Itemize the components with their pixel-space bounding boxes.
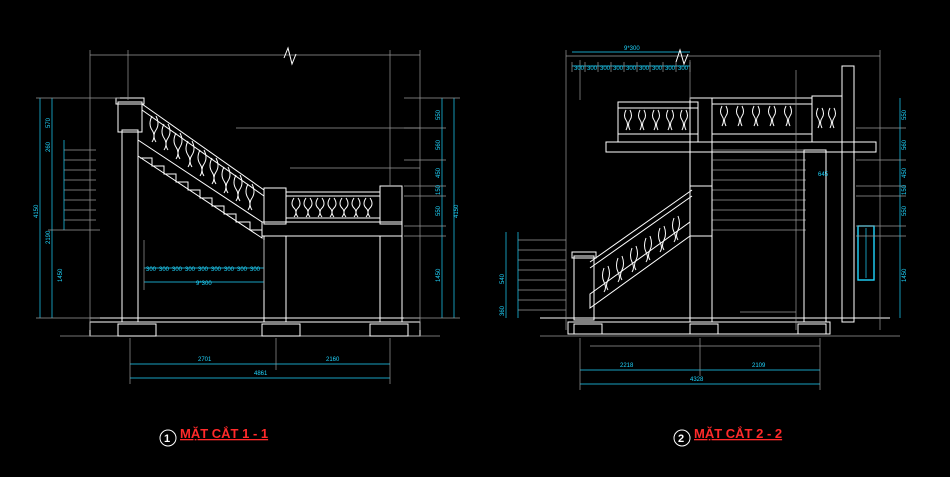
section-1-right-dim: 550 <box>436 205 442 216</box>
section-2-right-dim: 450 <box>902 167 908 178</box>
section-2-right-dim: 560 <box>902 139 908 150</box>
section-1-right-dim: 1450 <box>436 268 442 282</box>
top-dim: 300 <box>613 66 624 72</box>
top-dim: 300 <box>639 66 650 72</box>
section-2-bottom-dim: 2218 <box>620 363 634 369</box>
section-1-bottom-total: 4861 <box>254 371 268 377</box>
section-2-bottom-total: 4328 <box>690 377 704 383</box>
section-1-bottom-dim: 2701 <box>198 357 212 363</box>
top-dim: 300 <box>665 66 676 72</box>
section-1-number: 1 <box>164 433 170 445</box>
section-2-right-dim: 550 <box>902 109 908 120</box>
section-1-left-dim: 570 <box>46 117 52 128</box>
section-2-right-dim: 550 <box>902 205 908 216</box>
section-2-right-dim: 1450 <box>902 268 908 282</box>
section-1-left-dim: 2190 <box>46 230 52 244</box>
section-2-left-dim: 360 <box>500 305 506 316</box>
section-1-bottom-dim: 2160 <box>326 357 340 363</box>
section-2-number: 2 <box>678 433 684 445</box>
riser-total: 9*300 <box>196 281 212 287</box>
section-2-bottom-dim: 2109 <box>752 363 766 369</box>
section-2-drawing <box>505 48 906 390</box>
section-2-right-dim: 150 <box>902 184 908 195</box>
section-2-top-total: 9*300 <box>624 46 640 52</box>
section-1-drawing <box>36 46 460 384</box>
riser-dim: 300 <box>146 267 157 273</box>
section-1-right-total: 4150 <box>454 204 460 218</box>
riser-dim: 300 <box>172 267 183 273</box>
section-1-right-dim: 550 <box>436 109 442 120</box>
riser-dim: 300 <box>159 267 170 273</box>
section-1-riser-dims: 300 300 300 300 300 300 300 300 300 9*30… <box>146 267 261 287</box>
section-2-number-circle <box>673 429 691 447</box>
section-2-top-dims: 300 300 300 300 300 300 300 300 300 <box>574 66 689 72</box>
riser-dim: 300 <box>185 267 196 273</box>
section-2-title: MẶT CẮT 2 - 2 <box>694 426 782 441</box>
top-dim: 300 <box>600 66 611 72</box>
riser-dim: 300 <box>250 267 261 273</box>
top-dim: 300 <box>587 66 598 72</box>
section-1-number-circle <box>159 429 177 447</box>
riser-dim: 300 <box>237 267 248 273</box>
section-2-right-small: 645 <box>818 172 829 178</box>
section-1-right-dim: 150 <box>436 184 442 195</box>
section-1-right-dim: 450 <box>436 167 442 178</box>
top-dim: 300 <box>626 66 637 72</box>
section-2-left-dim: 540 <box>500 273 506 284</box>
top-dim: 300 <box>678 66 689 72</box>
section-1-right-dim: 560 <box>436 139 442 150</box>
section-1-title: MẶT CẮT 1 - 1 <box>180 426 268 441</box>
riser-dim: 300 <box>224 267 235 273</box>
top-dim: 300 <box>574 66 585 72</box>
section-1-left-dim: 1450 <box>58 268 64 282</box>
riser-dim: 300 <box>198 267 209 273</box>
top-dim: 300 <box>652 66 663 72</box>
riser-dim: 300 <box>211 267 222 273</box>
section-1-left-total: 4150 <box>34 204 40 218</box>
section-1-left-dim: 260 <box>46 141 52 152</box>
